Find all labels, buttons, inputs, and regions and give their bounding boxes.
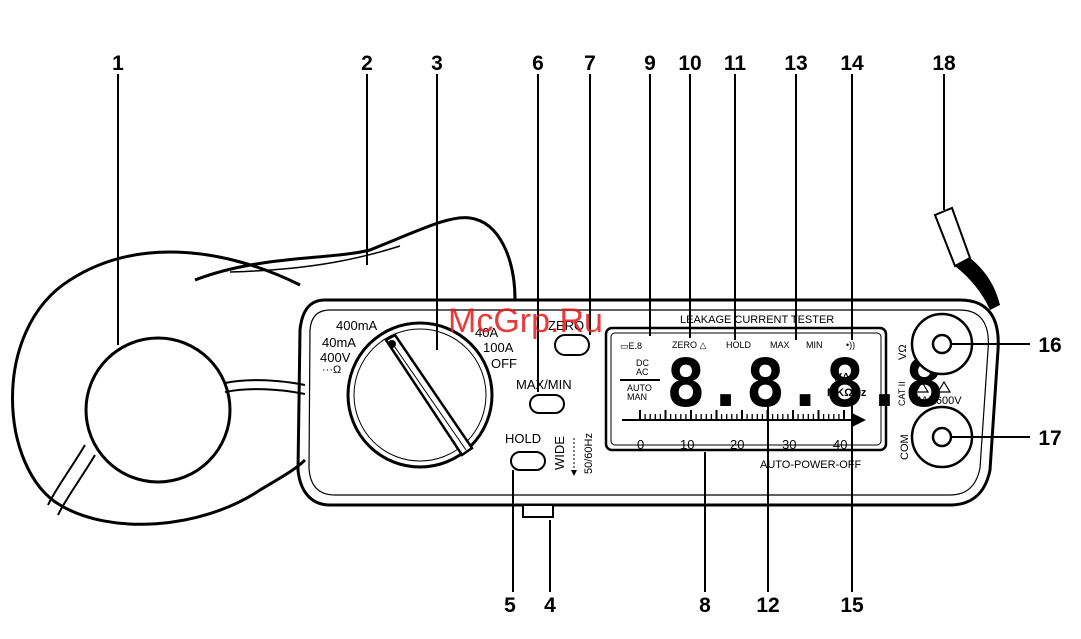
callout-11: 11 <box>724 52 747 75</box>
callout-16: 16 <box>1038 334 1061 357</box>
lcd-display: LEAKAGE CURRENT TESTER ▭E.8 ZERO △ HOLD … <box>606 314 944 450</box>
v-ohm-label: VΩ <box>897 344 909 360</box>
com-terminal[interactable] <box>933 428 951 446</box>
filter-hz-label: 50/60Hz <box>583 433 595 474</box>
range-400ma: 400mA <box>336 318 378 333</box>
max600v-label: MAX600V <box>912 395 962 407</box>
range-400v: 400V <box>320 350 351 365</box>
callout-14: 14 <box>840 52 864 75</box>
callout-5: 5 <box>504 594 516 617</box>
rotary-function-dial[interactable] <box>348 323 492 467</box>
maxmin-button-label: MAX/MIN <box>516 377 572 392</box>
callout-4: 4 <box>544 594 556 617</box>
callout-7: 7 <box>584 52 596 75</box>
ann-man: MAN <box>627 392 647 402</box>
scale-30: 30 <box>782 437 796 452</box>
callout-9: 9 <box>644 52 656 75</box>
unit-va: VA <box>832 370 851 387</box>
ann-ac: AC <box>636 367 649 377</box>
callout-17: 17 <box>1038 427 1061 450</box>
cat-label: CAT II <box>897 381 907 406</box>
range-continuity-ohm: ···Ω <box>322 364 341 376</box>
callout-13: 13 <box>784 52 807 75</box>
callout-12: 12 <box>756 594 779 617</box>
battery-icon: ▭E.8 <box>620 341 642 351</box>
maxmin-button[interactable] <box>530 395 564 413</box>
filter-wide-label: WIDE <box>552 436 567 470</box>
unit-mkhz: MKΩHz <box>827 387 867 399</box>
callout-18: 18 <box>932 52 956 75</box>
filter-switch[interactable]: WIDE 50/60Hz <box>552 433 595 476</box>
range-100a: 100A <box>483 340 514 355</box>
callout-3: 3 <box>431 52 443 75</box>
callout-2: 2 <box>361 52 373 75</box>
scale-40: 40 <box>833 437 847 452</box>
auto-power-off-label: AUTO-POWER-OFF <box>760 459 862 471</box>
scale-20: 20 <box>730 437 744 452</box>
lcd-header: LEAKAGE CURRENT TESTER <box>680 314 834 326</box>
scale-10: 10 <box>680 437 694 452</box>
wrist-strap <box>935 208 1000 310</box>
callout-6: 6 <box>532 52 544 75</box>
hold-button[interactable] <box>511 452 545 470</box>
callout-15: 15 <box>840 594 864 617</box>
com-label: COM <box>899 434 911 460</box>
scale-0: 0 <box>637 437 644 452</box>
callout-10: 10 <box>678 52 701 75</box>
v-ohm-terminal[interactable] <box>933 335 951 353</box>
callout-1: 1 <box>112 52 124 75</box>
hold-button-label: HOLD <box>505 431 541 446</box>
range-off: OFF <box>491 356 517 371</box>
range-40ma: 40mA <box>322 335 356 350</box>
maxmin-button-group: MAX/MIN <box>516 377 572 413</box>
watermark: McGrp.Ru <box>448 302 603 340</box>
callout-8: 8 <box>699 594 711 617</box>
hold-button-group: HOLD <box>505 431 545 470</box>
